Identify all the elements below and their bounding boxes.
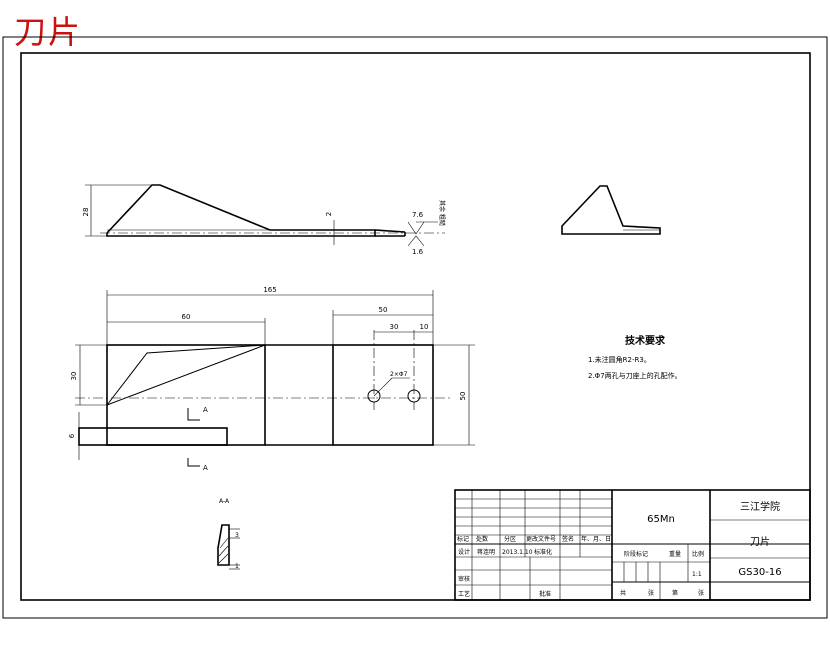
section-mark-bottom: A [203, 464, 208, 472]
roughness-bottom-label: 1.6 [412, 248, 424, 256]
tb-date: 年、月、日 [581, 535, 611, 543]
dim-height-label: 28 [82, 208, 90, 217]
tb-sheet-unit-1: 张 [648, 589, 654, 597]
tech-item-1: 1.未注圆角R2-R3。 [588, 355, 651, 364]
hole-label: 2×Φ7 [390, 371, 408, 378]
side-note-label: 其余 粗糙 [438, 200, 446, 226]
dim-thickness-label: 2 [325, 212, 333, 216]
section-mark-top: A [203, 406, 208, 414]
tb-design-date: 2013.1.10 [502, 549, 533, 556]
dim-right-height-label: 50 [459, 392, 467, 401]
dim-right-label: 50 [379, 306, 388, 314]
tb-scale-label: 比例 [692, 550, 704, 558]
section-view: A-A 3 1 [217, 498, 240, 570]
section-dim-top: 3 [235, 532, 239, 539]
tb-sheet-unit-2: 张 [698, 589, 704, 597]
tb-design-label: 设计 [458, 548, 470, 556]
dim-total-label: 165 [263, 286, 276, 294]
tb-stage-mark: 阶段标记 [624, 550, 648, 558]
outer-frame [2, 36, 828, 619]
tb-zone: 分区 [504, 535, 516, 543]
side-view [561, 185, 661, 235]
tb-standardization: 标准化 [534, 548, 552, 556]
title-block: 标记 处数 分区 更改文件号 签名 年、月、日 设计 蒋连明 2013.1.10… [454, 489, 811, 601]
dim-edge-label: 10 [420, 323, 429, 331]
inner-border [20, 52, 811, 601]
dim-left-height-label: 30 [70, 372, 78, 381]
tb-sheet-no: 第 [672, 589, 678, 597]
tb-school: 三江学院 [740, 500, 780, 513]
dim-left-label: 60 [182, 313, 191, 321]
plan-view: 165 60 50 30 10 30 50 6 2×Φ7 A A [68, 286, 475, 472]
tb-review: 审核 [458, 575, 470, 583]
tb-change-doc: 更改文件号 [526, 535, 556, 543]
section-dim-bottom: 1 [235, 563, 239, 570]
tech-requirements: 技术要求 1.未注圆角R2-R3。 2.Φ7两孔与刀座上的孔配作。 [588, 334, 682, 380]
tb-count: 处数 [476, 535, 488, 543]
tech-item-2: 2.Φ7两孔与刀座上的孔配作。 [588, 371, 682, 380]
front-view: 28 2 7.6 1.6 其余 粗糙 [82, 184, 446, 256]
tb-process: 工艺 [458, 590, 470, 598]
tb-sign: 签名 [562, 535, 574, 543]
tb-scale-value: 1:1 [692, 571, 702, 578]
tb-designer: 蒋连明 [477, 548, 495, 556]
tb-weight: 重量 [669, 550, 681, 558]
tb-drawing-no: GS30-16 [738, 567, 781, 578]
tb-sheet-total: 共 [620, 589, 626, 597]
page-title: 刀片 [14, 13, 83, 51]
tb-mark: 标记 [457, 535, 469, 543]
dim-small-label: 6 [68, 433, 76, 438]
tb-approve: 批准 [539, 590, 551, 598]
roughness-top-label: 7.6 [412, 211, 424, 219]
tb-material: 65Mn [647, 514, 675, 525]
tb-part-name: 刀片 [750, 535, 770, 548]
section-label: A-A [219, 498, 230, 505]
dim-hole-spacing-label: 30 [390, 323, 399, 331]
tech-title: 技术要求 [625, 334, 666, 347]
